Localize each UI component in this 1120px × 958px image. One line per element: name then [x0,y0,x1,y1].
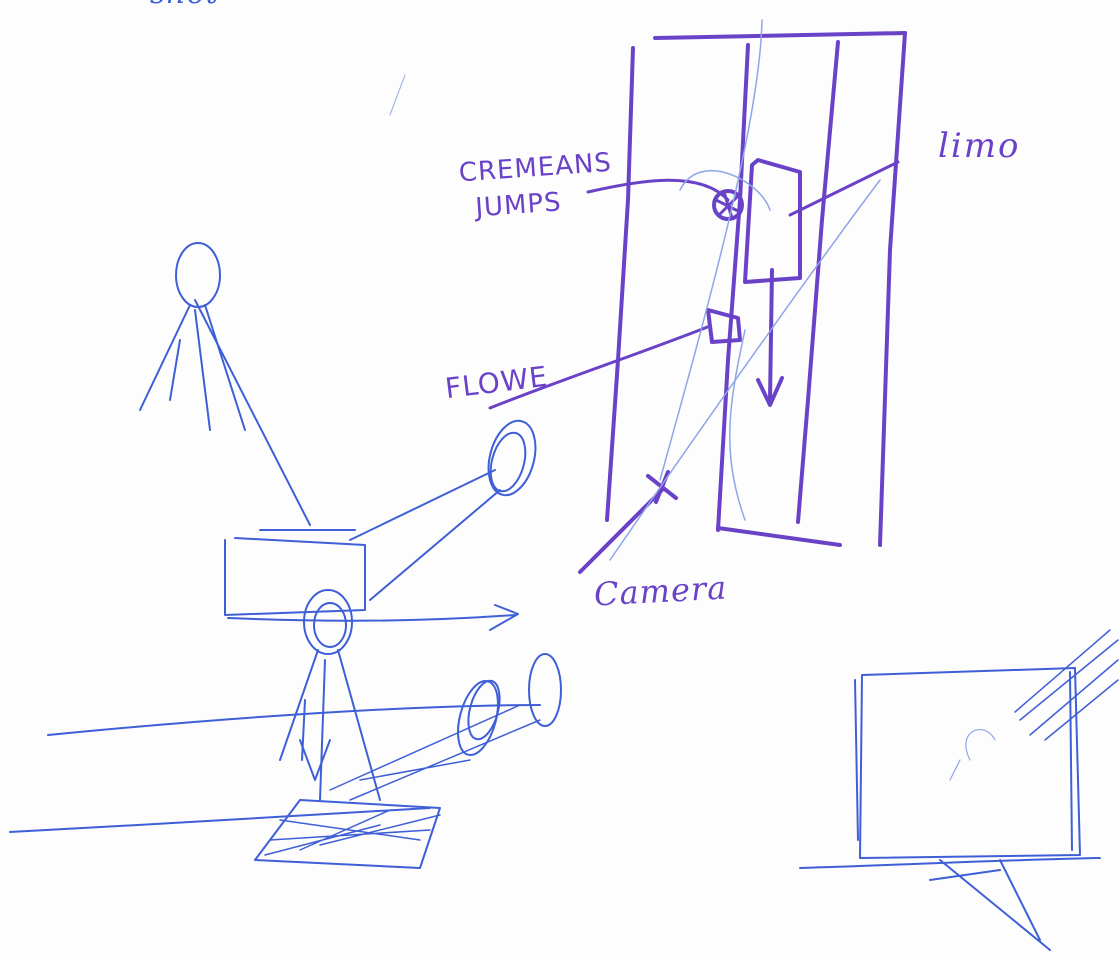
screen-frame-sketch [799,629,1119,951]
horizon-line-bottom [9,807,431,833]
cremeans-marker [712,189,744,221]
target-ellipse [487,419,537,497]
platform-box [224,537,366,616]
foreground-figure-head [303,589,353,655]
lane-line-right [796,40,840,524]
perspective-scene-sketch [9,242,562,869]
limo-label: limo [938,126,1021,166]
flowe-square [706,308,742,344]
camera-x-mark [646,470,678,504]
camera-label: Camera [593,568,729,614]
figure-body-back [139,304,246,431]
lane-line-left [716,43,750,532]
flowe-pointer-line [488,324,712,410]
foreground-figure-body [279,649,381,801]
figure-head-back [175,242,221,308]
motion-arrow [227,604,519,631]
horizon-line-top [47,704,541,736]
limo-rectangle [743,158,802,284]
overhead-scene-diagram [488,19,907,574]
limo-pointer-line [788,160,900,217]
cremeans-pointer-line [586,178,730,202]
road-right-edge [878,31,907,547]
road-bottom-edge [716,526,842,547]
screen-stand [929,859,1051,951]
cremeans-jumps-label: CREMEANS JUMPS [458,145,616,228]
screen-rectangle [859,667,1081,859]
road-top-edge [653,31,907,40]
screen-beam [1014,629,1119,741]
road-left-edge [605,46,635,522]
limo-motion-arrow [756,268,784,407]
top-cut-label: shot [150,0,219,11]
